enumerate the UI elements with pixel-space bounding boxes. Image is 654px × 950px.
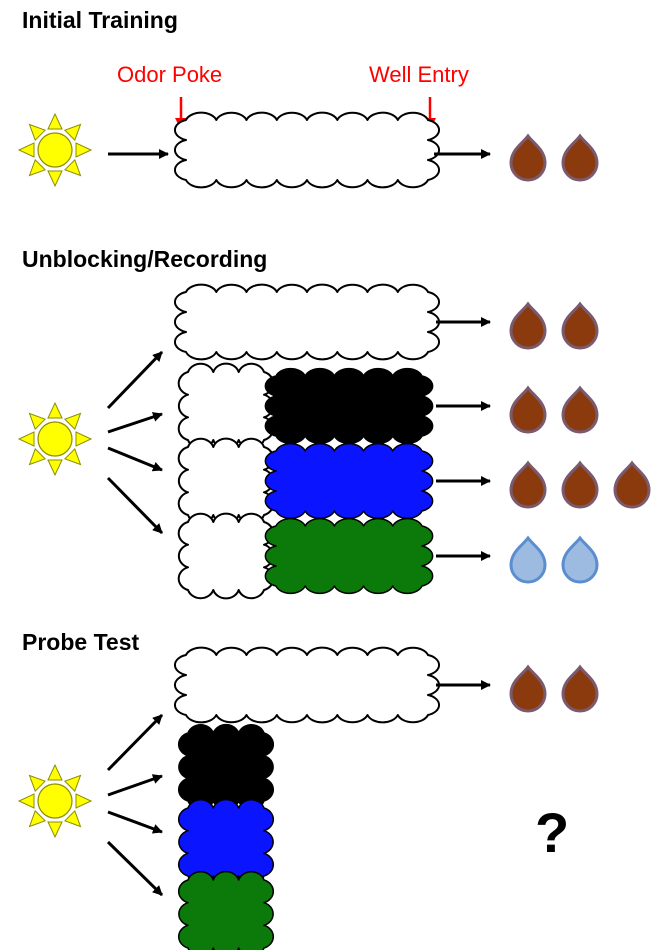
unblocking-row1-drop-2 [561, 301, 599, 350]
arrow-sun-to-row4-probe [106, 840, 164, 897]
initial-drop-2 [561, 133, 599, 182]
sun-ray [17, 431, 35, 447]
arrow-sun-to-row4-unblocking [106, 476, 164, 535]
cloud-white-unblocking-row3 [177, 437, 275, 525]
cloud-black-unblocking-row2 [264, 367, 434, 445]
section-title-unblocking-recording: Unblocking/Recording [22, 246, 268, 272]
unblocking-row2-drop-2 [561, 385, 599, 434]
probe-row1-drop-1 [509, 664, 547, 713]
cloud-blue-probe-row3 [177, 798, 275, 886]
section-title-probe-test: Probe Test [22, 629, 140, 655]
unblocking-row3-drop-1 [509, 460, 547, 509]
cloud-white-unblocking-row2 [177, 362, 275, 450]
sun-ray [63, 809, 82, 828]
sun-ray [47, 763, 63, 781]
sun-ray [28, 158, 47, 177]
sun-ray [63, 774, 82, 793]
unblocking-row4-drop-1 [509, 535, 547, 584]
sun-ray [63, 447, 82, 466]
arrow-sun-to-row3-unblocking [107, 446, 163, 472]
probe-row1-drop-2 [561, 664, 599, 713]
sun-ray [28, 412, 47, 431]
unblocking-row1-drop-1 [509, 301, 547, 350]
section-title-initial-training: Initial Training [22, 7, 178, 33]
unknown-outcome-question-mark: ? [535, 801, 570, 864]
cloud-white-unblocking-row4 [177, 512, 275, 600]
unblocking-row3-drop-2 [561, 460, 599, 509]
sun-ray [17, 142, 35, 158]
sun-initial [17, 112, 93, 188]
unblocking-row2-drop-1 [509, 385, 547, 434]
well-entry-label: Well Entry [369, 62, 469, 87]
unblocking-row4-drop-2 [561, 535, 599, 584]
sun-ray [47, 401, 63, 419]
arrow-sun-to-row1-probe [106, 713, 164, 772]
sun-ray [28, 447, 47, 466]
sun-ray [63, 158, 82, 177]
sun-ray [47, 459, 63, 477]
sun-disc [37, 421, 73, 457]
cloud-white-initial [174, 111, 440, 189]
sun-probe [17, 763, 93, 839]
sun-ray [28, 809, 47, 828]
sun-disc [37, 783, 73, 819]
sun-ray [47, 170, 63, 188]
sun-unblocking [17, 401, 93, 477]
sun-ray [47, 821, 63, 839]
initial-drop-1 [509, 133, 547, 182]
sun-ray [63, 412, 82, 431]
sun-ray [28, 774, 47, 793]
sun-ray [75, 793, 93, 809]
sun-ray [63, 123, 82, 142]
arrow-sun-to-row2-unblocking [107, 412, 163, 434]
sun-ray [17, 793, 35, 809]
cloud-green-unblocking-row4 [264, 517, 434, 595]
odor-poke-label: Odor Poke [117, 62, 223, 87]
arrow-sun-to-row3-probe [107, 810, 163, 834]
sun-ray [47, 112, 63, 130]
cloud-green-probe-row4 [177, 870, 275, 950]
cloud-black-probe-row2 [177, 723, 275, 811]
sun-disc [37, 132, 73, 168]
arrow-sun-to-row2-probe [107, 774, 163, 797]
sun-ray [28, 123, 47, 142]
sun-ray [75, 142, 93, 158]
cloud-blue-unblocking-row3 [264, 442, 434, 520]
unblocking-row3-drop-3 [613, 460, 651, 509]
cloud-white-probe-row1 [174, 646, 440, 724]
arrow-sun-to-row1-unblocking [106, 350, 164, 410]
sun-ray [75, 431, 93, 447]
cloud-white-unblocking-row1 [174, 283, 440, 361]
